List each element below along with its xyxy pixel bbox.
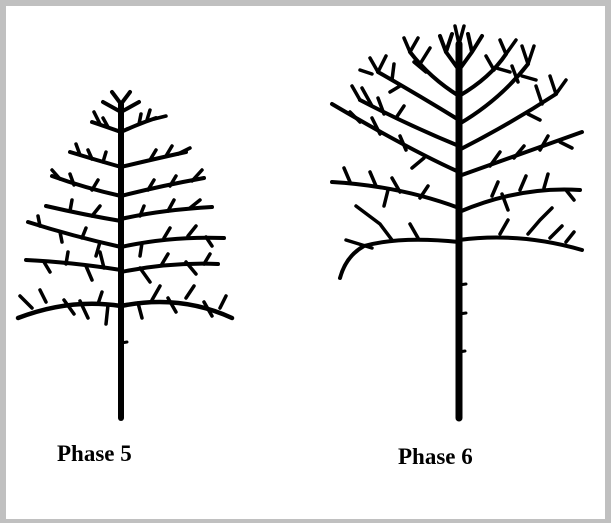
branch <box>26 260 121 270</box>
tree-phase-6 <box>332 26 582 418</box>
branch <box>46 206 121 221</box>
phase-6-label: Phase 6 <box>398 444 473 470</box>
branch <box>121 207 212 219</box>
tree-phase-5 <box>18 92 232 418</box>
branch <box>52 176 121 196</box>
branch <box>459 64 528 124</box>
branch <box>28 222 121 247</box>
twig <box>404 38 430 72</box>
branch <box>378 72 459 120</box>
branch <box>340 240 459 278</box>
phase-5-label: Phase 5 <box>57 441 132 467</box>
twig <box>512 46 536 82</box>
twig <box>76 144 106 162</box>
branch <box>112 92 130 104</box>
branch <box>70 152 121 167</box>
branch <box>459 238 582 250</box>
trunk-stub <box>121 342 127 343</box>
branch <box>455 26 464 44</box>
branch <box>459 189 580 212</box>
